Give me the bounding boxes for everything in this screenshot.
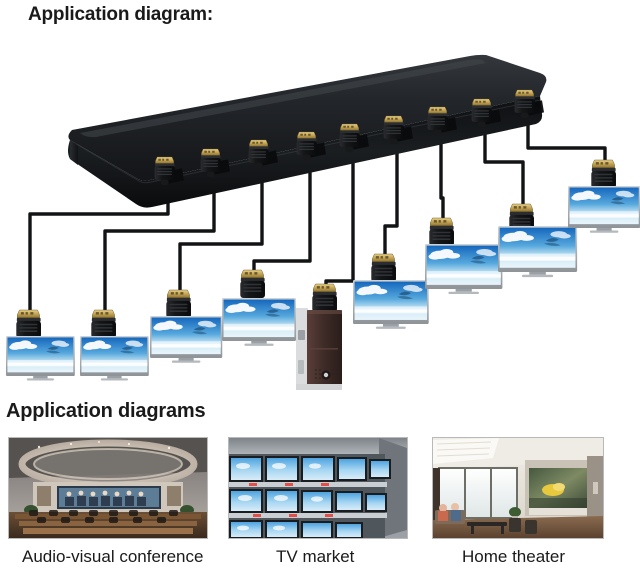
gallery-caption: TV market (276, 547, 355, 566)
hdmi-cable-group (28, 116, 607, 316)
splitter-connection-diagram (0, 26, 640, 396)
page-title-middle: Application diagrams (6, 400, 206, 422)
application-gallery: Audio-visual conference (0, 437, 640, 576)
tv-display (6, 336, 75, 381)
tv-display (568, 186, 640, 233)
pc-tower (296, 308, 342, 390)
page-title-top: Application diagram: (28, 4, 213, 25)
gallery-card-home-theater: Home theater (432, 437, 604, 566)
tv-display (425, 244, 503, 295)
gallery-card-audio-visual-conference: Audio-visual conference (8, 437, 208, 566)
tv-display (498, 226, 578, 278)
hdmi-splitter-device (68, 54, 547, 208)
gallery-caption: Home theater (462, 547, 565, 566)
living-room-photo (432, 437, 604, 539)
tv-display (222, 298, 296, 346)
tv-display (353, 280, 429, 329)
tv-wall-photo (228, 437, 408, 539)
gallery-card-tv-market: TV market (228, 437, 408, 566)
gallery-caption: Audio-visual conference (22, 547, 204, 566)
tv-display (80, 336, 149, 381)
output-display-group (6, 186, 640, 390)
conference-hall-photo (8, 437, 208, 539)
tv-display (150, 316, 223, 363)
